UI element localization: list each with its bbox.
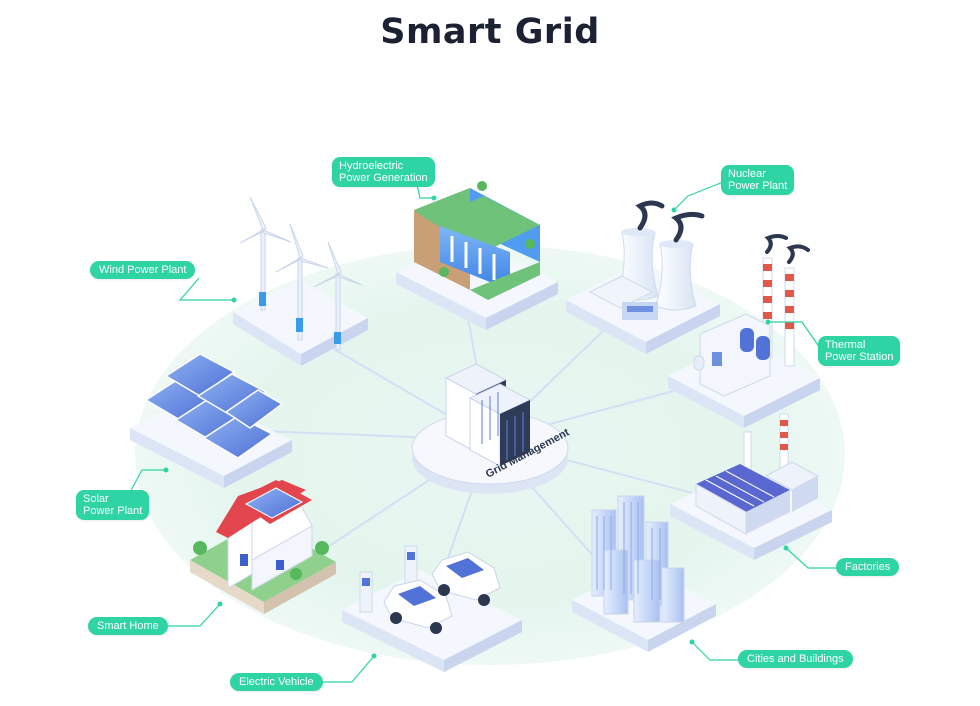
factories [670,413,832,560]
solar-power-plant [130,353,292,488]
label-nuclear: Nuclear Power Plant [721,165,795,195]
nuclear-power-plant [566,200,720,354]
label-thermal-line1: Thermal [825,339,866,351]
solar-panel-icon [144,353,284,459]
label-nuclear-line1: Nuclear [728,168,766,180]
label-solar-line2: Power Plant [83,505,143,517]
label-solar: Solar Power Plant [76,490,150,520]
label-hydroelectric-line1: Hydroelectric [339,160,404,172]
label-thermal-line2: Power Station [825,351,894,363]
smart-home [190,480,336,614]
label-wind: Wind Power Plant [90,261,196,279]
turbine-base-glow [259,292,266,306]
turbine-base-glow [296,318,303,332]
label-cities: Cities and Buildings [738,650,853,668]
label-electric-vehicle: Electric Vehicle [230,673,323,691]
city-buildings-icon [591,495,685,623]
label-hydroelectric: Hydroelectric Power Generation [332,157,435,187]
leader-dots [163,195,789,659]
thermal-power-station [668,234,820,428]
electric-car-icon [359,545,501,634]
wind-turbine-icon [239,196,363,351]
label-factories: Factories [836,558,900,576]
label-thermal: Thermal Power Station [818,336,901,366]
server-rack-icon [444,363,532,467]
thermal-plant-icon [693,234,810,397]
nuclear-cooling-tower-icon [588,200,705,320]
label-hydroelectric-line2: Power Generation [339,172,428,184]
house-icon [193,480,329,591]
cities-and-buildings [572,495,716,652]
wind-power-plant [233,196,368,366]
label-solar-line1: Solar [83,493,109,505]
page-title: Smart Grid [380,12,600,52]
turbine-base-glow [334,332,341,344]
hydroelectric-dam-icon [414,181,540,300]
label-nuclear-line2: Power Plant [728,180,788,192]
hydroelectric-plant [396,181,558,330]
label-smart-home: Smart Home [88,617,168,635]
electric-vehicle [342,545,522,672]
grid-management-hub: Grid Management [411,363,572,494]
factory-icon [695,413,820,535]
